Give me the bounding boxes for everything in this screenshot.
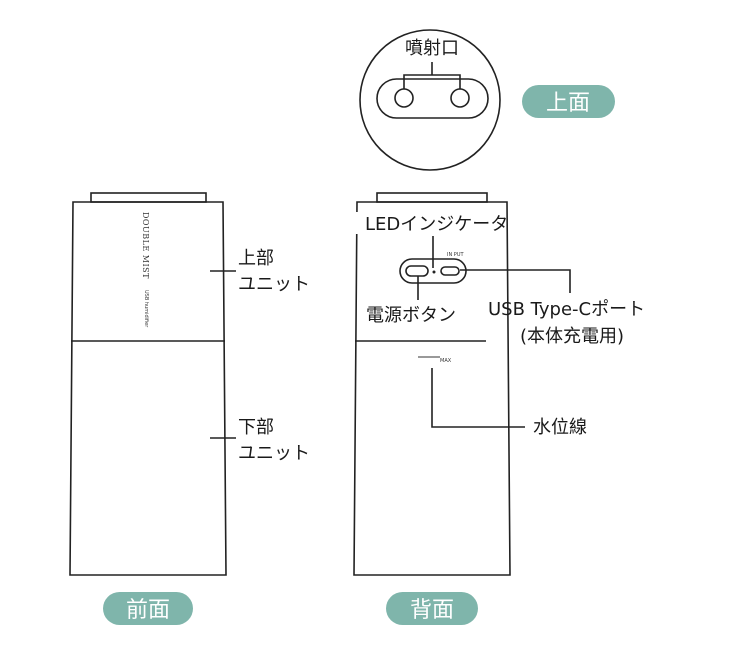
top-view-badge-label: 上面 bbox=[546, 91, 590, 116]
upper-unit-label-2: ユニット bbox=[238, 274, 310, 295]
nozzle-label: 噴射口 bbox=[405, 38, 459, 59]
led-indicator bbox=[432, 270, 436, 274]
usb-leader bbox=[460, 269, 571, 293]
top-view: 噴射口 上面 bbox=[359, 29, 615, 171]
front-body bbox=[69, 201, 227, 576]
usb-port-label: USB Type-Cポート bbox=[488, 299, 645, 320]
front-view: DOUBLE MIST USB humidifier 上部 ユニット 下部 ユニ… bbox=[69, 192, 310, 625]
brand-text: DOUBLE MIST bbox=[141, 212, 150, 279]
top-view-badge bbox=[522, 85, 615, 118]
control-panel bbox=[399, 258, 467, 284]
back-view: LEDインジケータ IN PUT 電源ボタン USB Type-Cポート (本体… bbox=[350, 192, 645, 625]
nozzle-right bbox=[450, 88, 470, 108]
usb-c-port bbox=[440, 266, 460, 276]
lower-unit-label-2: ユニット bbox=[238, 443, 310, 464]
back-view-badge-label: 背面 bbox=[410, 598, 454, 623]
front-view-badge bbox=[103, 592, 193, 625]
back-view-badge bbox=[386, 592, 478, 625]
nozzle-plate bbox=[376, 78, 489, 119]
led-label-bg bbox=[350, 212, 500, 234]
max-text: MAX bbox=[440, 358, 452, 364]
led-indicator-label: LEDインジケータ bbox=[365, 214, 508, 235]
upper-unit-label-1: 上部 bbox=[238, 248, 274, 269]
nozzle-left bbox=[394, 88, 414, 108]
product-text: USB humidifier bbox=[143, 290, 149, 328]
input-text: IN PUT bbox=[447, 252, 464, 258]
front-view-badge-label: 前面 bbox=[126, 598, 170, 623]
water-line-leader bbox=[431, 368, 525, 428]
back-body bbox=[353, 201, 511, 576]
lower-unit-label-1: 下部 bbox=[238, 417, 274, 438]
top-view-circle bbox=[359, 29, 501, 171]
water-line-label: 水位線 bbox=[533, 417, 587, 438]
power-button bbox=[405, 265, 429, 277]
nozzle-leader bbox=[403, 62, 461, 89]
front-cap bbox=[90, 192, 207, 203]
power-button-label: 電源ボタン bbox=[366, 305, 456, 326]
power-label-bg bbox=[362, 301, 474, 325]
back-cap bbox=[376, 192, 488, 203]
usb-port-sublabel: (本体充電用) bbox=[520, 326, 624, 347]
